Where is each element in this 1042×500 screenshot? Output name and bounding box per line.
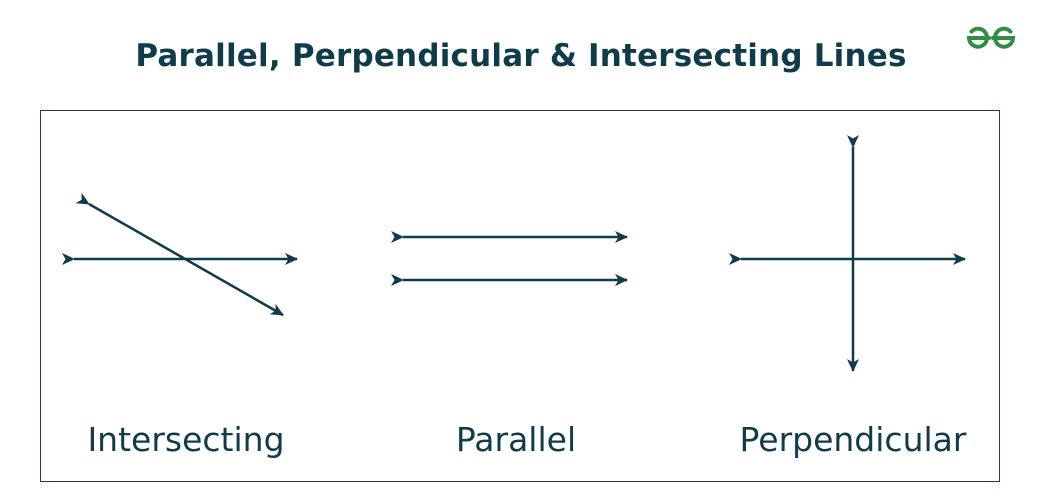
gfg-logo-icon — [966, 26, 1016, 49]
diagram-frame — [40, 110, 1000, 482]
intersecting-label: Intersecting — [87, 420, 285, 459]
parallel-label: Parallel — [455, 420, 577, 459]
intersecting-lines — [62, 192, 298, 317]
perpendicular-label: Perpendicular — [739, 420, 967, 459]
perpendicular-lines — [729, 135, 966, 372]
page-title: Parallel, Perpendicular & Intersecting L… — [135, 38, 907, 74]
intersecting-diagonal-line — [75, 192, 284, 317]
parallel-lines — [391, 231, 628, 286]
